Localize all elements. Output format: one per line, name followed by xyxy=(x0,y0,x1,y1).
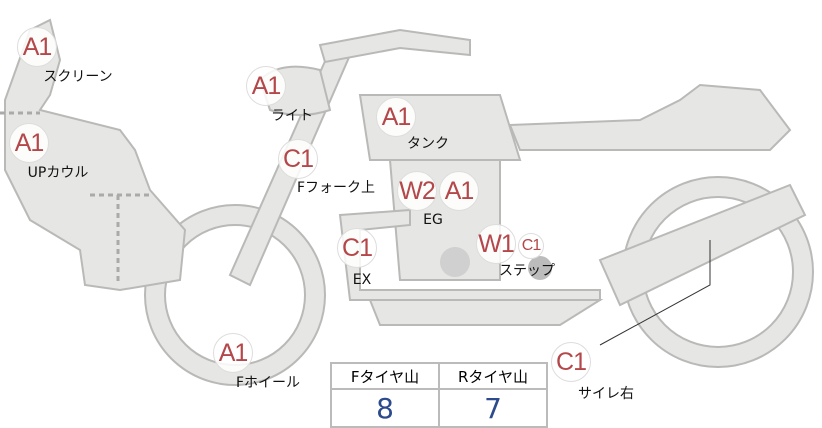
muffler-right-label: サイレ右 xyxy=(578,386,634,402)
front-wheel-label: Fホイール xyxy=(235,375,301,391)
step-badge-w1[interactable]: W1 xyxy=(476,224,516,264)
muffler-right-badge[interactable]: C1 xyxy=(551,342,591,382)
front-wheel-badge[interactable]: A1 xyxy=(213,333,253,373)
rear-tire-value: 7 xyxy=(438,388,548,428)
rear-tire-header: Rタイヤ山 xyxy=(438,362,548,390)
step-badge-c1[interactable]: C1 xyxy=(518,233,544,259)
exhaust-badge[interactable]: C1 xyxy=(337,228,377,268)
up-cowl-label: UPカウル xyxy=(27,165,89,181)
front-tire-header: Fタイヤ山 xyxy=(330,362,440,390)
light-label: ライト xyxy=(271,108,313,124)
step-label: ステップ xyxy=(499,263,555,279)
light-badge[interactable]: A1 xyxy=(246,66,286,106)
tank-badge[interactable]: A1 xyxy=(376,97,416,137)
handlebar xyxy=(318,28,471,64)
screen-badge[interactable]: A1 xyxy=(17,27,57,67)
exhaust-label: EX xyxy=(352,272,372,288)
seat xyxy=(508,83,792,151)
engine-label: EG xyxy=(423,212,443,228)
up-cowl-badge[interactable]: A1 xyxy=(9,123,49,163)
cowl xyxy=(4,18,187,292)
front-fork-label: Fフォーク上 xyxy=(296,180,376,196)
engine-badge-a1[interactable]: A1 xyxy=(439,171,479,211)
front-fork-badge[interactable]: C1 xyxy=(278,139,318,179)
engine-badge-w2[interactable]: W2 xyxy=(397,171,437,211)
muffler xyxy=(598,183,807,307)
front-tire-value: 8 xyxy=(330,388,440,428)
tank-label: タンク xyxy=(407,136,449,152)
screen-label: スクリーン xyxy=(43,69,113,85)
